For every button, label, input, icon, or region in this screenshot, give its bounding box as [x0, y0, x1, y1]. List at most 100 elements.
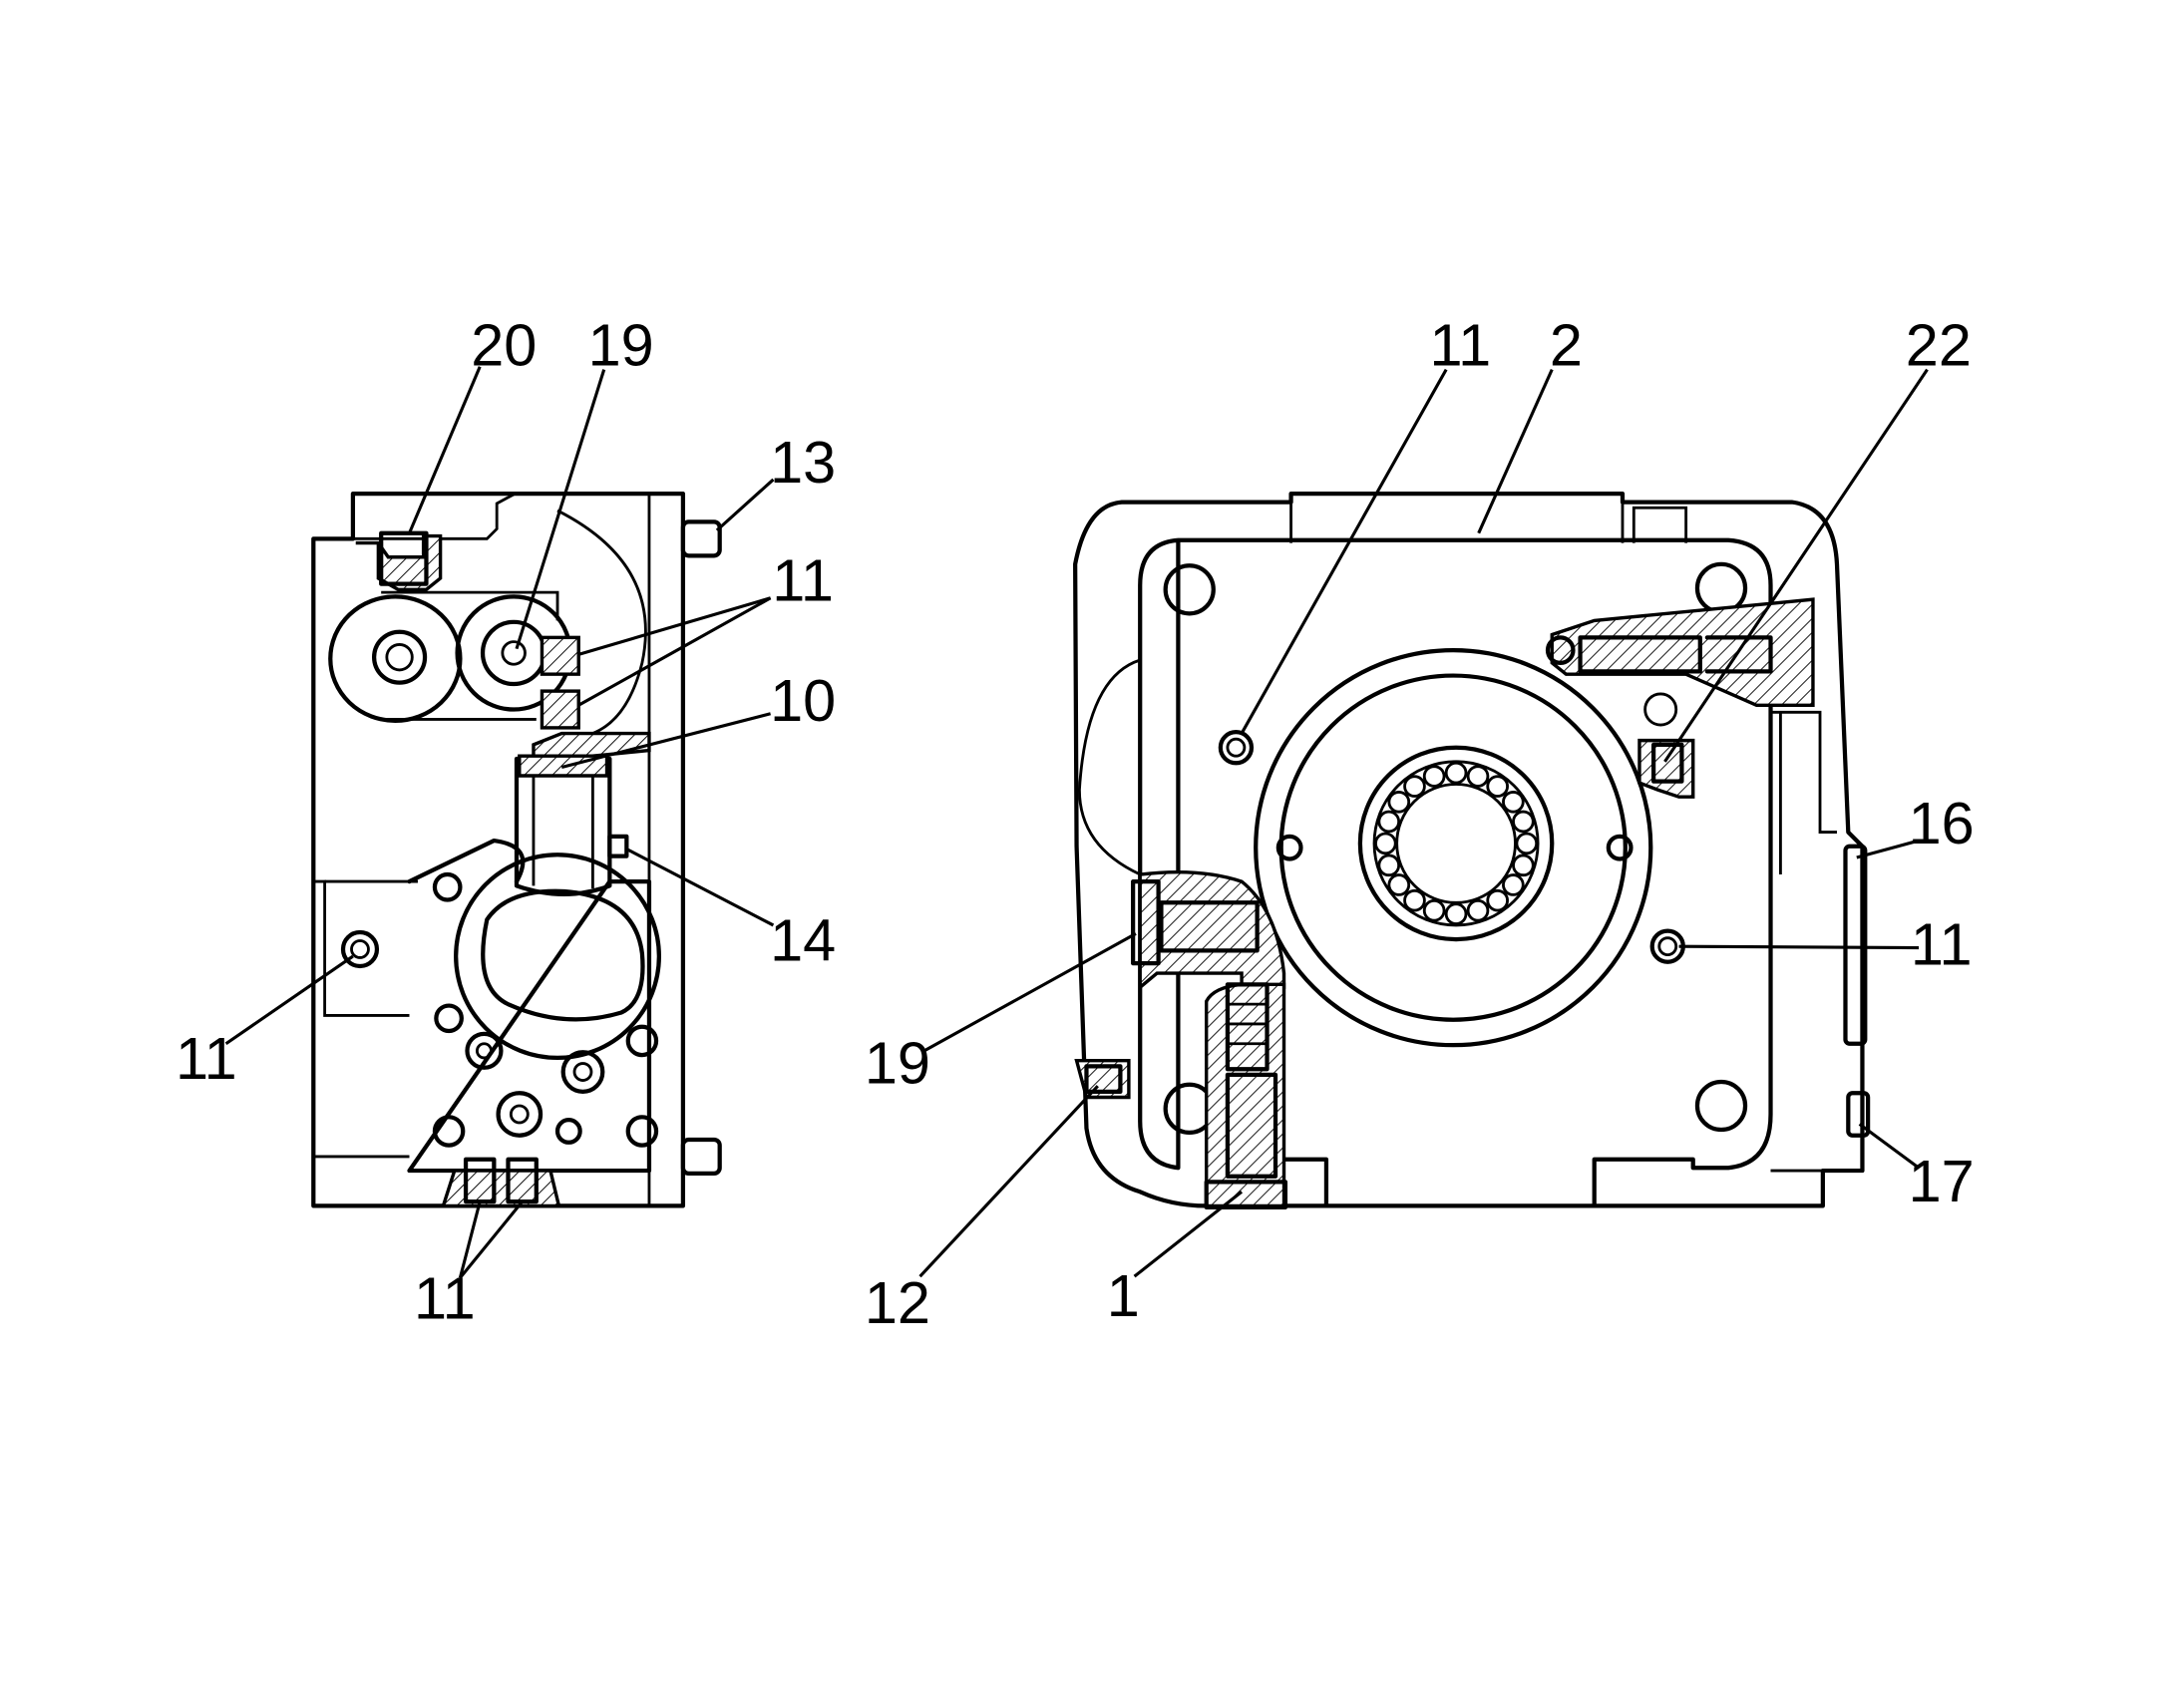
- front-left-bulge: [1077, 658, 1141, 876]
- plate-hole-9: [625, 1115, 659, 1148]
- bearing-race: [1372, 760, 1540, 927]
- side-plate: [407, 838, 652, 1174]
- plug-11-left: [340, 929, 380, 969]
- leader-2: [1477, 368, 1554, 534]
- lever-10-inner: [532, 764, 594, 889]
- plug-19-body: [1159, 900, 1260, 953]
- top-boss-2: [1289, 502, 1688, 543]
- upper-passage-section: [1550, 597, 1815, 707]
- front-housing-outline: [1073, 491, 1865, 1208]
- leader-14: [625, 848, 775, 927]
- bearing-rollers: [1374, 761, 1539, 925]
- callout-20: 20: [471, 311, 537, 378]
- bearing-roller: [1512, 854, 1535, 877]
- bearing-roller: [1466, 765, 1490, 788]
- callout-2: 2: [1550, 311, 1583, 378]
- plate-hole-3-inner: [475, 1042, 493, 1060]
- callout-11e: 11: [1911, 911, 1973, 978]
- bearing-roller: [1444, 761, 1468, 785]
- bearing-roller: [1486, 775, 1509, 798]
- plug-20-section: [355, 533, 443, 591]
- bearing-inner: [1395, 783, 1517, 904]
- screw-14: [607, 834, 629, 858]
- side-top-notch: [352, 492, 517, 540]
- leader-11c-1: [458, 1200, 482, 1278]
- side-right-disc-bore: [501, 640, 527, 666]
- callout-17: 17: [1909, 1148, 1975, 1214]
- bottom-plugs-section: [441, 1169, 561, 1208]
- front-view: 11 2 22 16 11 19 12 1 17: [865, 311, 1975, 1335]
- leader-11b: [224, 954, 354, 1046]
- callout-19b: 19: [865, 1029, 930, 1096]
- lever-10: [514, 756, 612, 896]
- leader-20: [408, 366, 482, 534]
- bearing-roller: [1377, 810, 1401, 834]
- side-upper-arc: [556, 509, 647, 735]
- front-plug-11-right: [1649, 928, 1685, 964]
- plate-hole-3: [465, 1031, 504, 1070]
- callout-11d: 11: [1429, 311, 1491, 378]
- corner-hole-tr: [1694, 561, 1748, 615]
- leader-17: [1858, 1123, 1920, 1170]
- plug-22: [1650, 742, 1684, 784]
- pin-1-upper: [1225, 982, 1270, 1072]
- callout-11c: 11: [414, 1265, 476, 1332]
- plug-20: [379, 530, 429, 586]
- front-right-rail: [1770, 710, 1837, 1173]
- plate-hole-8: [554, 1118, 582, 1145]
- pin-1-upper-lines: [1227, 1002, 1268, 1046]
- leader-11c-2: [459, 1200, 524, 1279]
- plug-22-section: [1637, 738, 1695, 799]
- callout-22: 22: [1906, 311, 1972, 378]
- callout-1: 1: [1107, 1262, 1140, 1329]
- main-flange-inner: [1278, 673, 1628, 1022]
- bearing-roller: [1387, 790, 1411, 814]
- plate-hole-4-inner: [572, 1062, 593, 1082]
- front-plug-11-right-inner: [1657, 936, 1678, 957]
- leader-19a: [515, 369, 606, 650]
- plug-11-left-inner: [350, 939, 370, 959]
- pin-bottom: [680, 1137, 722, 1177]
- pin-13: [680, 519, 722, 558]
- screw-12: [1084, 1064, 1123, 1094]
- valve-ball: [1643, 692, 1678, 727]
- flange-hole-right: [1606, 834, 1634, 861]
- corner-hole-br: [1694, 1079, 1748, 1133]
- front-inner-plate: [1138, 537, 1773, 1208]
- leader-22: [1663, 368, 1929, 763]
- bearing-roller: [1403, 775, 1426, 798]
- bearing-roller: [1466, 898, 1490, 922]
- callout-16: 16: [1909, 790, 1975, 856]
- bearing-outer: [1357, 745, 1555, 942]
- leader-11e: [1678, 944, 1920, 950]
- plate-hole-5: [625, 1024, 659, 1058]
- leader-13: [715, 478, 775, 532]
- side-big-bore-inner: [481, 888, 645, 1022]
- leader-12: [918, 1085, 1099, 1278]
- side-right-disc-hub: [480, 619, 547, 687]
- bearing-roller: [1374, 832, 1397, 855]
- upper-passage-bore: [1578, 635, 1773, 674]
- leader-1: [1133, 1191, 1244, 1278]
- vertical-drill-section: [1205, 982, 1286, 1208]
- bearing-roller: [1486, 888, 1509, 912]
- leader-11d: [1240, 368, 1448, 735]
- bearing-roller: [1377, 854, 1401, 877]
- side-big-bore-outer: [454, 853, 661, 1061]
- plug-11-lower: [540, 689, 580, 730]
- leader-11a-1: [577, 596, 772, 656]
- leader-16: [1856, 839, 1920, 859]
- leader-11a-2: [577, 596, 772, 707]
- callout-12: 12: [865, 1269, 930, 1336]
- bearing-roller: [1512, 810, 1535, 834]
- plate-hole-6-inner: [509, 1104, 530, 1125]
- bearing-roller: [1502, 873, 1525, 896]
- screw-12-section: [1074, 1059, 1131, 1100]
- plug-19-head: [1131, 878, 1161, 966]
- pin-1-foot: [1204, 1180, 1288, 1209]
- front-plug-11-left-inner: [1226, 737, 1247, 758]
- front-plug-11-left: [1218, 730, 1255, 766]
- side-left-boss: [313, 879, 410, 1017]
- plug-11-upper: [540, 635, 580, 676]
